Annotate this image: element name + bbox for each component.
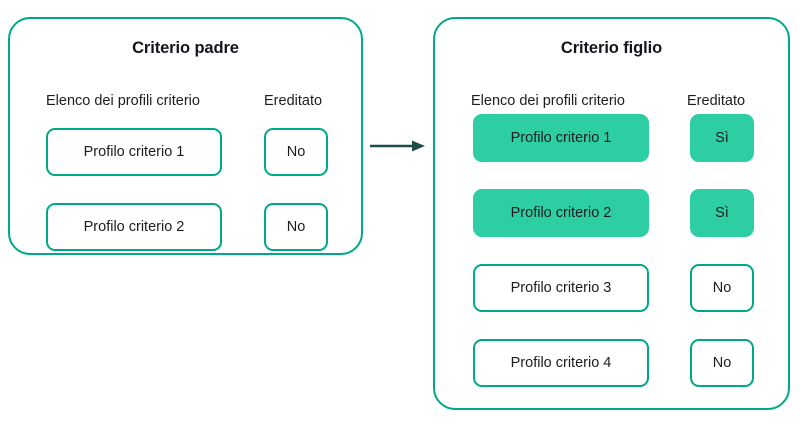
inherited-flag-chip[interactable]: No bbox=[264, 203, 328, 251]
column-header-inherited-child: Ereditato bbox=[687, 93, 746, 109]
column-header-inherited-parent: Ereditato bbox=[264, 93, 323, 109]
profile-chip[interactable]: Profilo criterio 1 bbox=[46, 128, 222, 176]
panel-title-child: Criterio figlio bbox=[560, 39, 663, 57]
profile-chip[interactable]: Profilo criterio 3 bbox=[473, 264, 649, 312]
profile-chip[interactable]: Profilo criterio 2 bbox=[46, 203, 222, 251]
profile-chip[interactable]: Profilo criterio 4 bbox=[473, 339, 649, 387]
table-row: Profilo criterio 1 No bbox=[10, 128, 361, 176]
panel-criterio-figlio: Criterio figlio Elenco dei profili crite… bbox=[433, 17, 790, 410]
panel-criterio-padre: Criterio padre Elenco dei profili criter… bbox=[8, 17, 363, 255]
table-row: Profilo criterio 2 Sì bbox=[435, 189, 788, 237]
inheritance-arrow-icon bbox=[368, 136, 428, 156]
inherited-flag-chip[interactable]: No bbox=[264, 128, 328, 176]
table-row: Profilo criterio 2 No bbox=[10, 203, 361, 251]
table-row: Profilo criterio 4 No bbox=[435, 339, 788, 387]
column-header-profiles-parent: Elenco dei profili criterio bbox=[46, 93, 200, 109]
inherited-flag-chip[interactable]: Sì bbox=[690, 114, 754, 162]
inherited-flag-chip[interactable]: No bbox=[690, 264, 754, 312]
profile-chip-inherited[interactable]: Profilo criterio 2 bbox=[473, 189, 649, 237]
profile-chip-inherited[interactable]: Profilo criterio 1 bbox=[473, 114, 649, 162]
table-row: Profilo criterio 1 Sì bbox=[435, 114, 788, 162]
column-header-profiles-child: Elenco dei profili criterio bbox=[471, 93, 625, 109]
inherited-flag-chip[interactable]: No bbox=[690, 339, 754, 387]
inherited-flag-chip[interactable]: Sì bbox=[690, 189, 754, 237]
panel-title-parent: Criterio padre bbox=[132, 39, 239, 57]
table-row: Profilo criterio 3 No bbox=[435, 264, 788, 312]
